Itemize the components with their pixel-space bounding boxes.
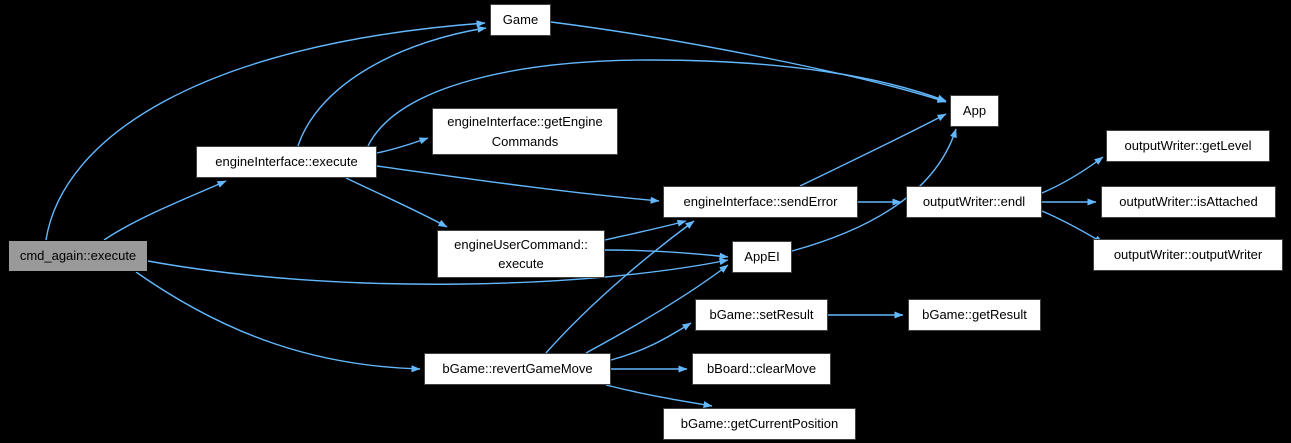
node-game[interactable]: Game — [490, 4, 551, 36]
node-label: engineInterface::execute — [215, 154, 358, 170]
node-bboard-clearmove[interactable]: bBoard::clearMove — [692, 353, 831, 385]
edge-outputWriter_endl-to-outputWriter_getLevel — [1041, 156, 1104, 194]
node-bgame-getresult[interactable]: bGame::getResult — [908, 299, 1041, 331]
node-bgame-setresult[interactable]: bGame::setResult — [695, 299, 828, 331]
edge-engineInterface_execute-to-app — [367, 59, 947, 147]
node-bgame-getcurrentposition[interactable]: bGame::getCurrentPosition — [663, 408, 856, 440]
edge-engineInterface_execute-to-engineInterface_sendError — [376, 165, 660, 204]
node-label: bBoard::clearMove — [706, 361, 817, 377]
node-engineinterface-senderror[interactable]: engineInterface::sendError — [663, 186, 858, 218]
node-label: Game — [502, 12, 539, 28]
node-label: engineInterface::sendError — [683, 194, 838, 210]
node-outputwriter-getlevel[interactable]: outputWriter::getLevel — [1106, 130, 1270, 162]
edge-cmd_again_execute-to-bGame_revertGameMove — [135, 271, 421, 373]
node-label: engineUserCommand:: — [454, 236, 588, 252]
edge-engineUserCommand_execute-to-engineInterface_sendError — [604, 219, 687, 241]
edge-engineInterface_execute-to-engineUserCommand_execute — [345, 177, 448, 228]
node-label: outputWriter::outputWriter — [1113, 247, 1263, 263]
node-label: cmd_again::execute — [19, 248, 137, 264]
node-label: bGame::getResult — [922, 307, 1027, 323]
edge-engineInterface_execute-to-game — [297, 25, 487, 147]
edge-cmd_again_execute-to-engineInterface_execute — [103, 180, 227, 241]
node-label: bGame::getCurrentPosition — [680, 416, 839, 432]
node-cmd-again-execute[interactable]: cmd_again::execute — [8, 240, 148, 272]
edge-engineInterface_execute-to-engineInterface_getEngineCommands — [376, 137, 429, 154]
node-label: outputWriter::getLevel — [1124, 138, 1252, 154]
node-label: engineInterface::getEngine — [447, 114, 603, 129]
edge-bGame_revertGameMove-to-engineInterface_sendError — [545, 220, 695, 354]
edge-cmd_again_execute-to-game — [45, 20, 486, 241]
node-outputwriter-isattached[interactable]: outputWriter::isAttached — [1101, 186, 1276, 218]
node-engineinterface-getenginecommands[interactable]: engineInterface::getEngine Commands — [432, 108, 618, 155]
node-label: bGame::setResult — [709, 307, 814, 323]
edge-cmd_again_execute-to-appEI — [147, 258, 729, 285]
node-label: App — [962, 103, 987, 119]
node-label: outputWriter::endl — [922, 194, 1026, 210]
node-outputwriter-outputwriter[interactable]: outputWriter::outputWriter — [1093, 239, 1283, 271]
edge-bGame_revertGameMove-to-bGame_getCurrentPosition — [605, 384, 713, 409]
node-label: Commands — [491, 133, 559, 149]
edge-engineInterface_sendError-to-app — [799, 113, 947, 187]
node-label: bGame::revertGameMove — [442, 361, 593, 377]
node-app[interactable]: App — [950, 95, 999, 127]
node-label: execute — [498, 256, 544, 271]
node-label: outputWriter::isAttached — [1119, 194, 1258, 210]
edge-engineUserCommand_execute-to-appEI — [604, 249, 729, 260]
node-appei[interactable]: AppEI — [732, 241, 792, 273]
edge-bGame_revertGameMove-to-appEI — [585, 264, 729, 354]
node-label: AppEI — [744, 249, 780, 265]
edge-bGame_revertGameMove-to-bGame_setResult — [610, 322, 692, 361]
edge-game-to-app — [550, 21, 947, 103]
node-engineinterface-execute[interactable]: engineInterface::execute — [196, 146, 377, 178]
node-engineusercommand-execute[interactable]: engineUserCommand:: execute — [437, 230, 605, 278]
edge-appEI-to-app — [791, 128, 957, 252]
node-outputwriter-endl[interactable]: outputWriter::endl — [906, 186, 1042, 218]
node-bgame-revertgamemove[interactable]: bGame::revertGameMove — [424, 353, 611, 385]
